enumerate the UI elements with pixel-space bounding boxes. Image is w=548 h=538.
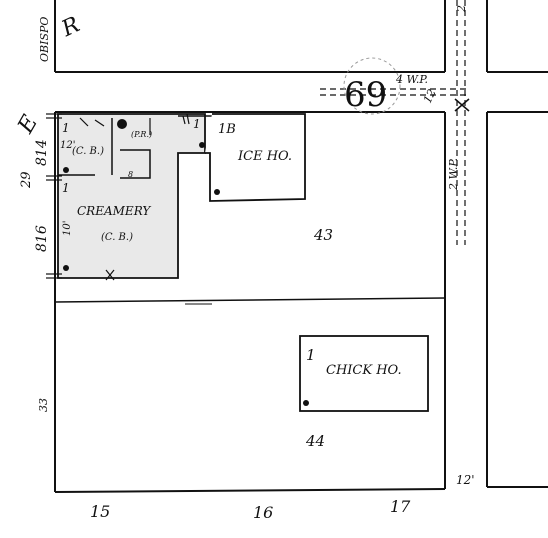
bottom-number-17: 17 xyxy=(390,497,411,516)
chick-house-label: CHICK HO. xyxy=(326,363,402,378)
street-letter-r: R xyxy=(57,12,83,42)
creamery-stories: 1 xyxy=(62,181,70,195)
creamery-construction: (C. B.) xyxy=(101,232,133,243)
faint-number-33: 33 xyxy=(37,398,50,412)
water-pipe-east xyxy=(456,0,466,245)
northeast-block-outline xyxy=(486,0,548,73)
ice-house-connector-stories: 1 xyxy=(193,117,201,131)
pump-room-walls xyxy=(120,149,151,179)
address-816: 816 xyxy=(34,225,50,252)
east-block-outline xyxy=(486,111,548,488)
sheet-number-circle xyxy=(343,57,401,115)
street-name-obispo: OBISPO xyxy=(38,17,51,62)
small-bldg-construction: (C. B.) xyxy=(72,146,104,157)
pump-room-mark: 8 xyxy=(128,170,133,179)
ice-house-label: ICE HO. xyxy=(237,149,292,164)
building-dots xyxy=(63,119,309,406)
bottom-number-15: 15 xyxy=(90,502,110,521)
lot-number-44: 44 xyxy=(305,432,325,450)
hydrant-cross xyxy=(454,98,470,112)
block-number-29: 29 xyxy=(19,171,34,189)
chick-house-stories: 1 xyxy=(306,346,316,364)
wall-tick-marks xyxy=(46,113,190,281)
pipe-size-12: 12 xyxy=(421,87,439,105)
sheet-number: 69 xyxy=(344,75,387,115)
pump-room-label: (P.R.) xyxy=(131,130,152,139)
creamery-label: CREAMERY xyxy=(77,204,151,218)
small-bldg-height: 12' xyxy=(60,140,75,151)
ice-house-number: 1B xyxy=(218,122,236,137)
lot-divider-line xyxy=(54,297,446,303)
pipe-fragment-top-right: 2 xyxy=(455,5,468,13)
address-814: 814 xyxy=(34,139,50,166)
ice-house-building xyxy=(205,113,306,202)
pipe-label-east: 2 W.P. xyxy=(447,158,460,191)
road-width-12: 12' xyxy=(456,473,475,487)
small-bldg-stories: 1 xyxy=(62,121,70,135)
creamery-height: 10' xyxy=(62,221,73,236)
street-letter-e: E xyxy=(13,111,43,138)
bottom-number-16: 16 xyxy=(253,503,273,522)
chick-house-building xyxy=(299,335,429,412)
north-block-outline xyxy=(54,0,446,73)
lot-number-43: 43 xyxy=(313,226,333,244)
water-pipe-top xyxy=(320,88,470,96)
pipe-label-top: 4 W.P. xyxy=(395,73,428,86)
